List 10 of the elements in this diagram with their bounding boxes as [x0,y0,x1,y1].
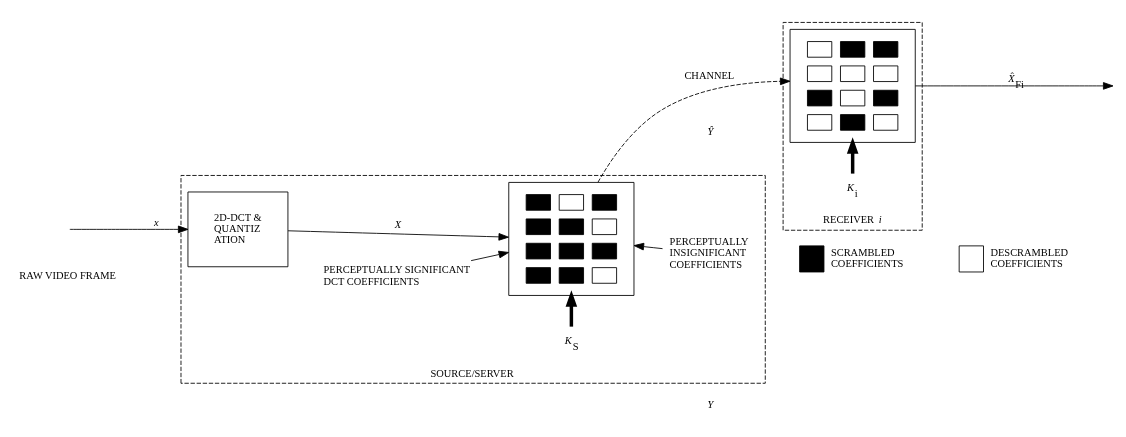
edge-label: x [154,216,159,228]
label: Ŷ [707,125,714,137]
node-text: PERCEPTUALLY SIGNIFICANT DCT COEFFICIENTS [323,264,471,287]
edge-label: X [394,219,402,231]
node-text: PERCEPTUALLY INSIGNIFICANT COEFFICIENTS [669,236,749,270]
edge-label: CHANNEL [684,70,735,82]
legend-label: SCRAMBLED COEFFICIENTS [830,246,904,270]
label: RAW VIDEO FRAME [19,270,116,282]
legend-label: DESCRAMBLED COEFFICIENTS [990,246,1069,270]
label: Y [707,398,714,410]
